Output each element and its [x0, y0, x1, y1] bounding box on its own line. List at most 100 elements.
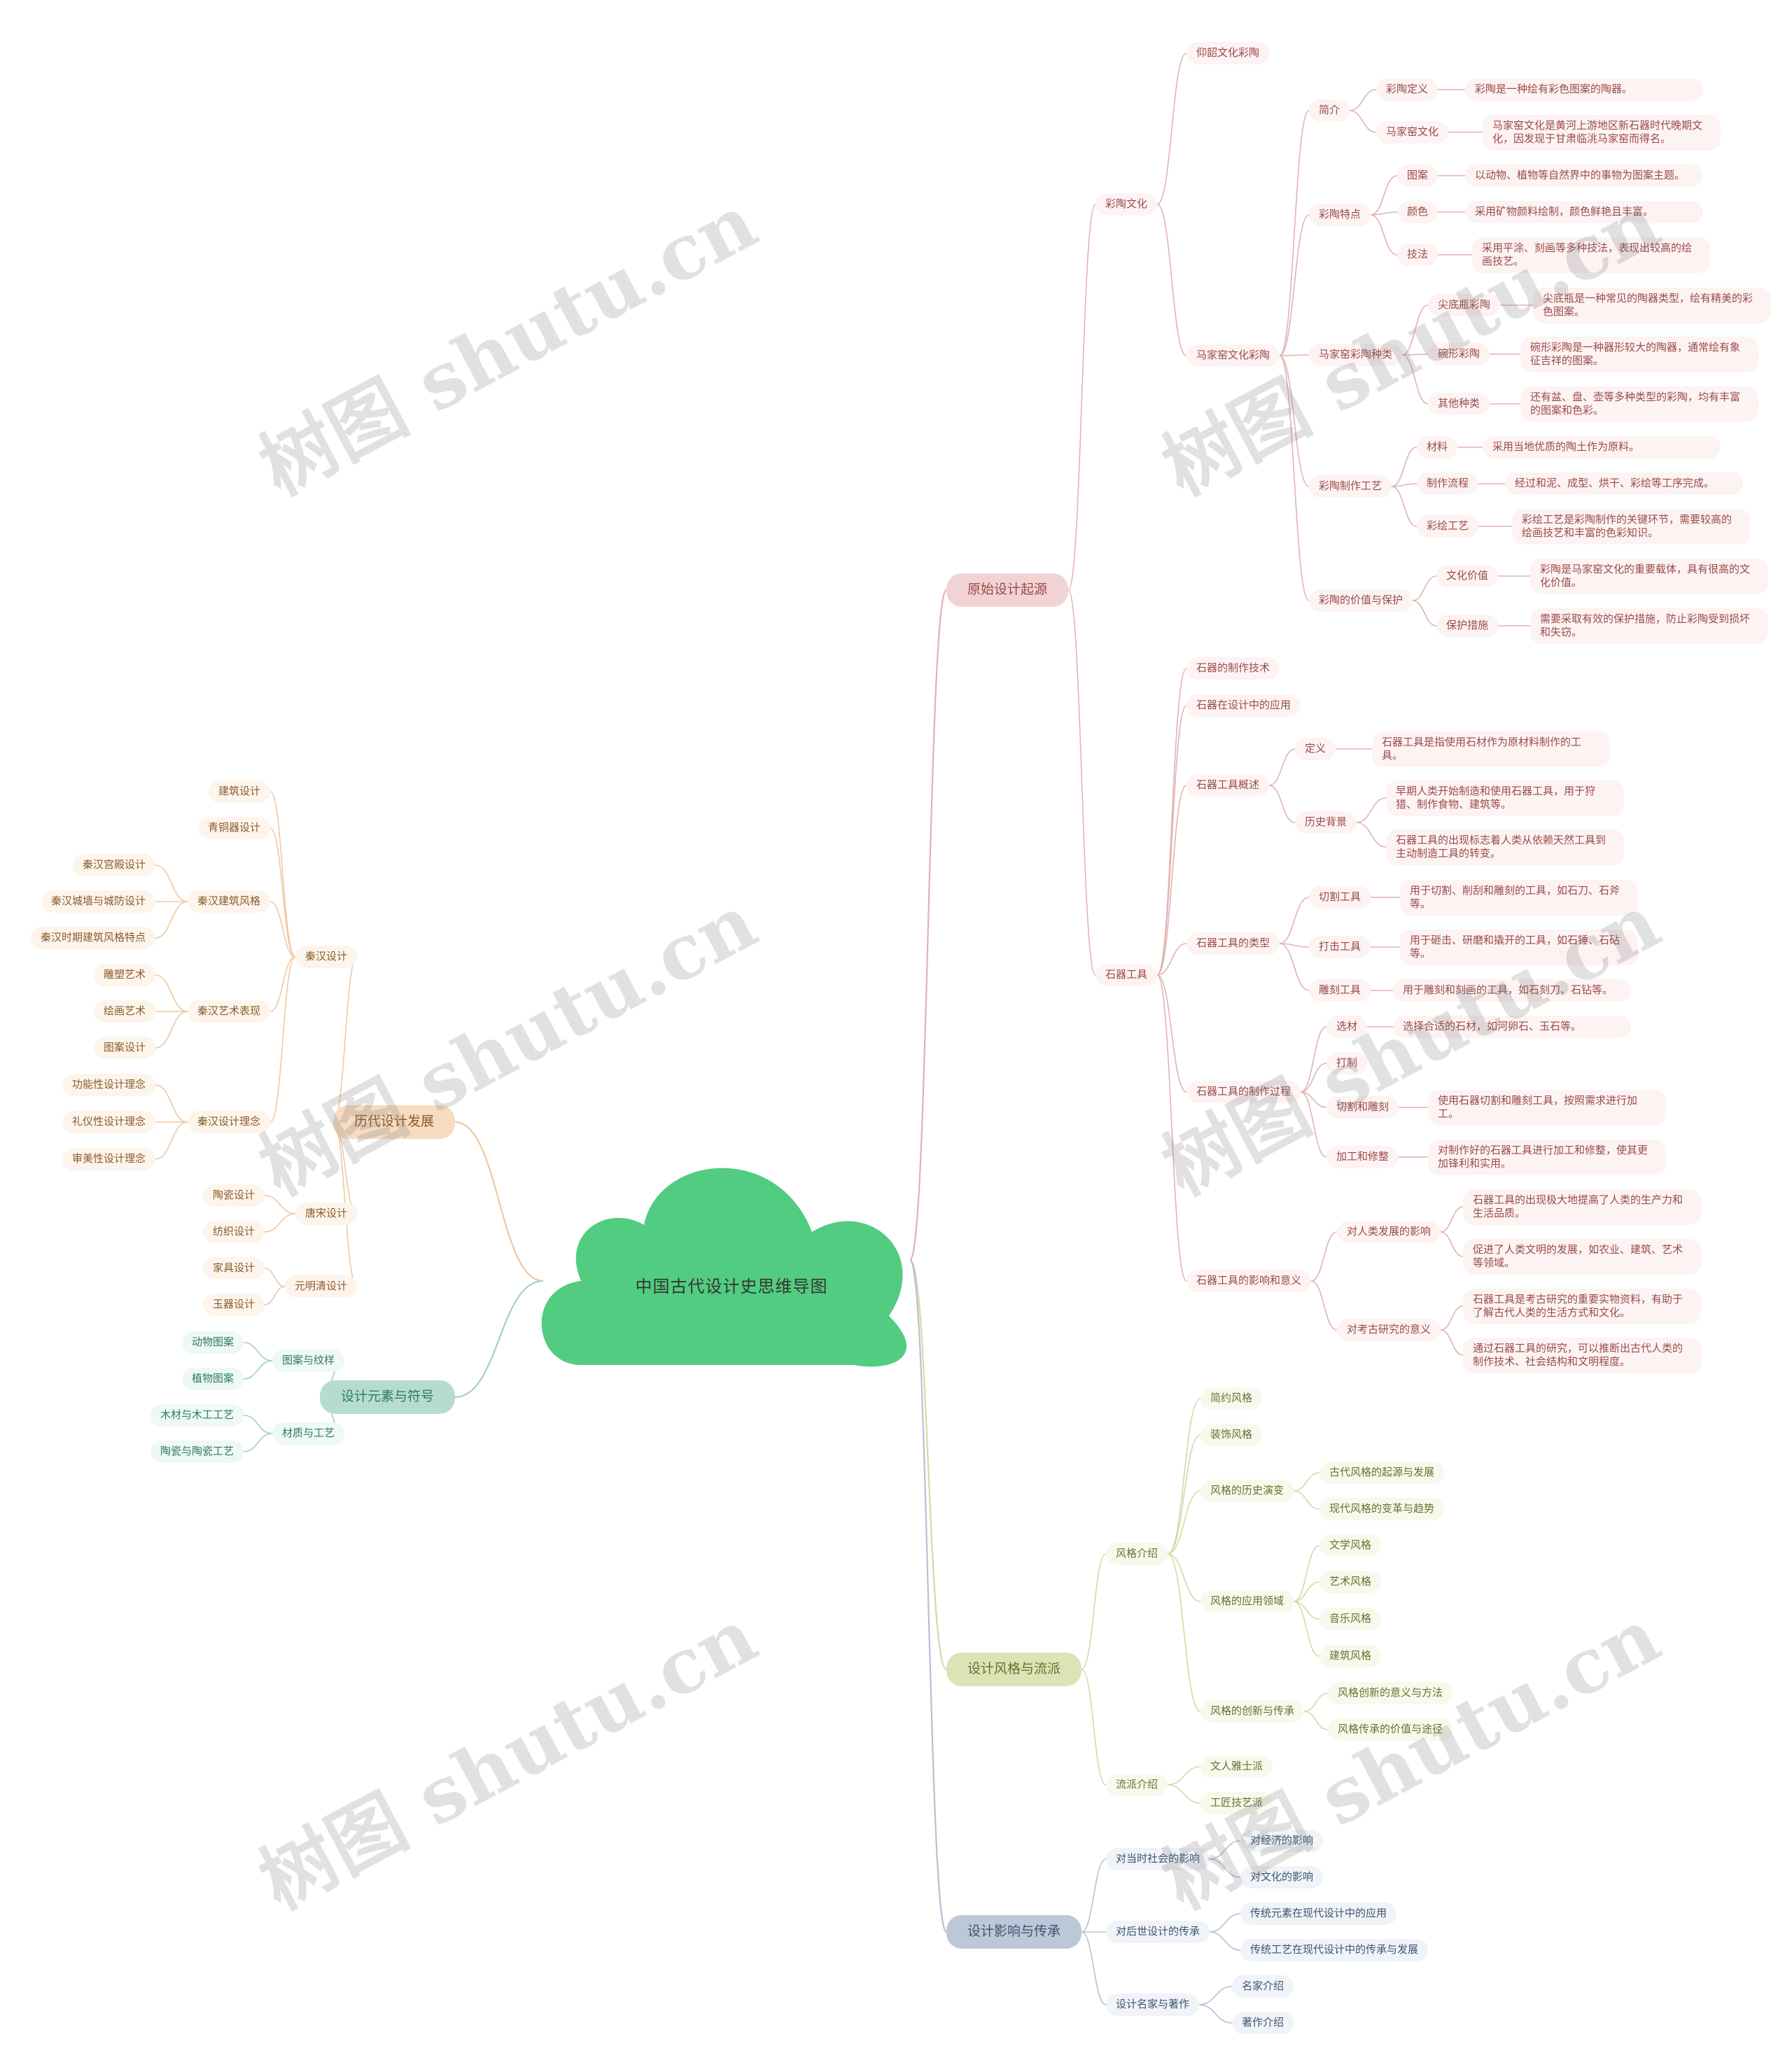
topic-origin-stone-impact-human-label[interactable]: 对人类发展的影响 — [1337, 1221, 1441, 1244]
topic-style-intro-innov-label[interactable]: 风格的创新与传承 — [1200, 1700, 1305, 1723]
topic-history-qinhan-bronze[interactable]: 青铜器设计 — [198, 817, 271, 840]
branch-style-label[interactable]: 设计风格与流派 — [946, 1653, 1082, 1686]
topic-style-intro-fields-label[interactable]: 风格的应用领域 — [1200, 1590, 1294, 1613]
detail-origin-stone-process-cutcarve-text[interactable]: 使用石器切割和雕刻工具，按照需求进行加工。 — [1428, 1089, 1666, 1126]
detail-origin-pottery-majiayao-value-cultural-text[interactable]: 彩陶是马家窑文化的重要载体，具有很高的文化价值。 — [1530, 558, 1768, 594]
detail-origin-stone-process-select-text[interactable]: 选择合适的石材，如河卵石、玉石等。 — [1393, 1016, 1631, 1038]
topic-style-intro-fields-a[interactable]: 文学风格 — [1320, 1534, 1382, 1557]
topic-origin-stone-types-cut-label[interactable]: 切割工具 — [1309, 886, 1371, 909]
topic-history-qinhan-art-label[interactable]: 秦汉艺术表现 — [188, 1000, 271, 1023]
branch-history-label[interactable]: 历代设计发展 — [333, 1105, 456, 1139]
topic-origin-stone-process-knock-label[interactable]: 打制 — [1326, 1052, 1368, 1075]
topic-style-intro-history-b[interactable]: 现代风格的变革与趋势 — [1320, 1498, 1445, 1521]
topic-origin-stone-making[interactable]: 石器的制作技术 — [1186, 657, 1280, 680]
topic-origin-stone-overview-label[interactable]: 石器工具概述 — [1186, 774, 1270, 797]
detail-origin-stone-impact-human-text1[interactable]: 石器工具的出现极大地提高了人类的生产力和生活品质。 — [1463, 1189, 1701, 1225]
topic-history-qinhan-art-a[interactable]: 雕塑艺术 — [94, 964, 156, 987]
topic-origin-pottery-majiayao-features-tech-label[interactable]: 技法 — [1397, 244, 1438, 267]
detail-origin-pottery-majiayao-types-other-text[interactable]: 还有盆、盘、壶等多种类型的彩陶，均有丰富的图案和色彩。 — [1520, 386, 1758, 422]
topic-origin-pottery-majiayao-process-flow-label[interactable]: 制作流程 — [1417, 472, 1479, 496]
topic-history-qinhan-archstyle-b[interactable]: 秦汉城墙与城防设计 — [41, 890, 156, 913]
topic-origin-pottery-majiayao-value-cultural-label[interactable]: 文化价值 — [1436, 565, 1499, 588]
detail-origin-stone-impact-arch-text1[interactable]: 石器工具是考古研究的重要实物资料，有助于了解古代人类的生活方式和文化。 — [1463, 1288, 1701, 1324]
topic-origin-pottery-majiayao-types-bowl-label[interactable]: 碗形彩陶 — [1428, 343, 1490, 366]
detail-origin-stone-types-carve-text[interactable]: 用于雕刻和刻画的工具，如石刻刀、石钻等。 — [1393, 979, 1631, 1002]
topic-elements-pattern-label[interactable]: 图案与纹样 — [272, 1350, 345, 1373]
topic-elements-material-a[interactable]: 木材与木工工艺 — [150, 1404, 244, 1427]
detail-origin-pottery-majiayao-features-pattern-text[interactable]: 以动物、植物等自然界中的事物为图案主题。 — [1465, 164, 1703, 187]
detail-origin-stone-process-finish-text[interactable]: 对制作好的石器工具进行加工和修整，使其更加锋利和实用。 — [1428, 1139, 1666, 1175]
detail-origin-stone-overview-bg-text1[interactable]: 早期人类开始制造和使用石器工具，用于狩猎、制作食物、建筑等。 — [1386, 780, 1624, 816]
branch-impact-label[interactable]: 设计影响与传承 — [946, 1915, 1082, 1949]
topic-impact-later-a[interactable]: 传统元素在现代设计中的应用 — [1240, 1903, 1397, 1926]
topic-history-qinhan-art-c[interactable]: 图案设计 — [94, 1037, 156, 1060]
topic-origin-pottery-majiayao-intro-culture-label[interactable]: 马家窑文化 — [1376, 121, 1449, 144]
topic-impact-masters-b[interactable]: 著作介绍 — [1232, 2012, 1294, 2035]
topic-history-qinhan-label[interactable]: 秦汉设计 — [295, 946, 358, 969]
topic-impact-society-a[interactable]: 对经济的影响 — [1240, 1830, 1324, 1853]
topic-origin-stone-label[interactable]: 石器工具 — [1096, 964, 1158, 987]
topic-origin-pottery-majiayao-types-other-label[interactable]: 其他种类 — [1428, 393, 1490, 416]
topic-origin-pottery-majiayao-process-painting-label[interactable]: 彩绘工艺 — [1417, 515, 1479, 538]
detail-origin-pottery-majiayao-types-pointed-text[interactable]: 尖底瓶是一种常见的陶器类型，绘有精美的彩色图案。 — [1533, 287, 1771, 323]
topic-style-intro-fields-d[interactable]: 建筑风格 — [1320, 1645, 1382, 1668]
topic-origin-pottery-majiayao-types-label[interactable]: 马家窑彩陶种类 — [1309, 344, 1403, 367]
topic-origin-stone-process-finish-label[interactable]: 加工和修整 — [1326, 1146, 1399, 1169]
topic-origin-pottery-yangshao[interactable]: 仰韶文化彩陶 — [1186, 42, 1270, 65]
topic-elements-pattern-b[interactable]: 植物图案 — [182, 1368, 244, 1391]
topic-history-qinhan-archstyle-c[interactable]: 秦汉时期建筑风格特点 — [31, 927, 156, 950]
topic-origin-pottery-majiayao-intro-label[interactable]: 简介 — [1309, 99, 1350, 122]
branch-elements-label[interactable]: 设计元素与符号 — [320, 1380, 456, 1414]
central-topic[interactable]: 中国古代设计史思维导图 — [635, 1277, 828, 1296]
topic-origin-stone-types-label[interactable]: 石器工具的类型 — [1186, 932, 1280, 955]
detail-origin-pottery-majiayao-intro-def-text[interactable]: 彩陶是一种绘有彩色图案的陶器。 — [1465, 78, 1703, 101]
topic-origin-stone-overview-bg-label[interactable]: 历史背景 — [1295, 811, 1357, 834]
topic-history-tangsong-b[interactable]: 纺织设计 — [203, 1221, 265, 1244]
topic-impact-masters-a[interactable]: 名家介绍 — [1232, 1975, 1294, 1998]
topic-style-schools-label[interactable]: 流派介绍 — [1106, 1774, 1168, 1797]
detail-origin-stone-types-cut-text[interactable]: 用于切割、削刮和雕刻的工具，如石刀、石斧等。 — [1400, 879, 1638, 916]
topic-origin-pottery-majiayao-features-label[interactable]: 彩陶特点 — [1309, 204, 1371, 227]
topic-style-schools-b[interactable]: 工匠技艺派 — [1200, 1792, 1273, 1815]
topic-elements-material-label[interactable]: 材质与工艺 — [272, 1422, 345, 1445]
topic-impact-masters-label[interactable]: 设计名家与著作 — [1106, 1994, 1200, 2017]
topic-style-schools-a[interactable]: 文人雅士派 — [1200, 1756, 1273, 1779]
topic-style-intro-fields-c[interactable]: 音乐风格 — [1320, 1608, 1382, 1631]
topic-style-intro-innov-a[interactable]: 风格创新的意义与方法 — [1328, 1682, 1453, 1705]
topic-history-qinhan-concept-label[interactable]: 秦汉设计理念 — [188, 1111, 271, 1134]
topic-origin-stone-overview-def-label[interactable]: 定义 — [1295, 738, 1336, 761]
detail-origin-pottery-majiayao-process-painting-text[interactable]: 彩绘工艺是彩陶制作的关键环节，需要较高的绘画技艺和丰富的色彩知识。 — [1512, 508, 1750, 545]
topic-origin-stone-process-select-label[interactable]: 选材 — [1326, 1016, 1368, 1039]
topic-history-tangsong-a[interactable]: 陶瓷设计 — [203, 1184, 265, 1207]
topic-style-intro-decor[interactable]: 装饰风格 — [1200, 1424, 1263, 1447]
detail-origin-stone-types-strike-text[interactable]: 用于砸击、研磨和撬开的工具，如石锤、石砧等。 — [1400, 929, 1638, 965]
topic-origin-pottery-majiayao-types-pointed-label[interactable]: 尖底瓶彩陶 — [1428, 294, 1501, 317]
topic-history-qinhan-concept-b[interactable]: 礼仪性设计理念 — [62, 1111, 156, 1134]
topic-history-yuanming-label[interactable]: 元明清设计 — [285, 1275, 358, 1298]
topic-history-qinhan-archstyle-a[interactable]: 秦汉宫殿设计 — [73, 854, 156, 877]
topic-history-qinhan-archstyle-label[interactable]: 秦汉建筑风格 — [188, 890, 271, 913]
topic-style-intro-fields-b[interactable]: 艺术风格 — [1320, 1571, 1382, 1594]
topic-origin-pottery-label[interactable]: 彩陶文化 — [1096, 193, 1158, 216]
topic-elements-pattern-a[interactable]: 动物图案 — [182, 1331, 244, 1354]
topic-history-yuanming-a[interactable]: 家具设计 — [203, 1257, 265, 1280]
detail-origin-pottery-majiayao-types-bowl-text[interactable]: 碗形彩陶是一种器形较大的陶器，通常绘有象征吉祥的图案。 — [1520, 336, 1758, 372]
topic-impact-society-label[interactable]: 对当时社会的影响 — [1106, 1848, 1210, 1871]
topic-history-yuanming-b[interactable]: 玉器设计 — [203, 1294, 265, 1317]
detail-origin-stone-overview-def-text[interactable]: 石器工具是指使用石材作为原材料制作的工具。 — [1372, 731, 1610, 767]
topic-history-tangsong-label[interactable]: 唐宋设计 — [295, 1203, 358, 1226]
topic-style-intro-history-a[interactable]: 古代风格的起源与发展 — [1320, 1462, 1445, 1485]
topic-origin-pottery-majiayao-features-color-label[interactable]: 颜色 — [1397, 201, 1438, 224]
topic-history-qinhan-art-b[interactable]: 绘画艺术 — [94, 1000, 156, 1023]
topic-style-intro-label[interactable]: 风格介绍 — [1106, 1543, 1168, 1566]
topic-origin-pottery-majiayao-process-material-label[interactable]: 材料 — [1417, 436, 1458, 459]
topic-style-intro-history-label[interactable]: 风格的历史演变 — [1200, 1480, 1294, 1503]
topic-origin-stone-types-carve-label[interactable]: 雕刻工具 — [1309, 979, 1371, 1002]
topic-origin-stone-impact-arch-label[interactable]: 对考古研究的意义 — [1337, 1319, 1441, 1342]
topic-origin-stone-application[interactable]: 石器在设计中的应用 — [1186, 694, 1301, 717]
detail-origin-pottery-majiayao-value-protect-text[interactable]: 需要采取有效的保护措施，防止彩陶受到损坏和失窃。 — [1530, 608, 1768, 644]
topic-origin-pottery-majiayao-process-label[interactable]: 彩陶制作工艺 — [1309, 475, 1392, 498]
detail-origin-pottery-majiayao-process-material-text[interactable]: 采用当地优质的陶土作为原料。 — [1483, 436, 1721, 458]
topic-origin-stone-impact-label[interactable]: 石器工具的影响和意义 — [1186, 1270, 1312, 1293]
topic-origin-pottery-majiayao-intro-def-label[interactable]: 彩陶定义 — [1376, 78, 1438, 101]
